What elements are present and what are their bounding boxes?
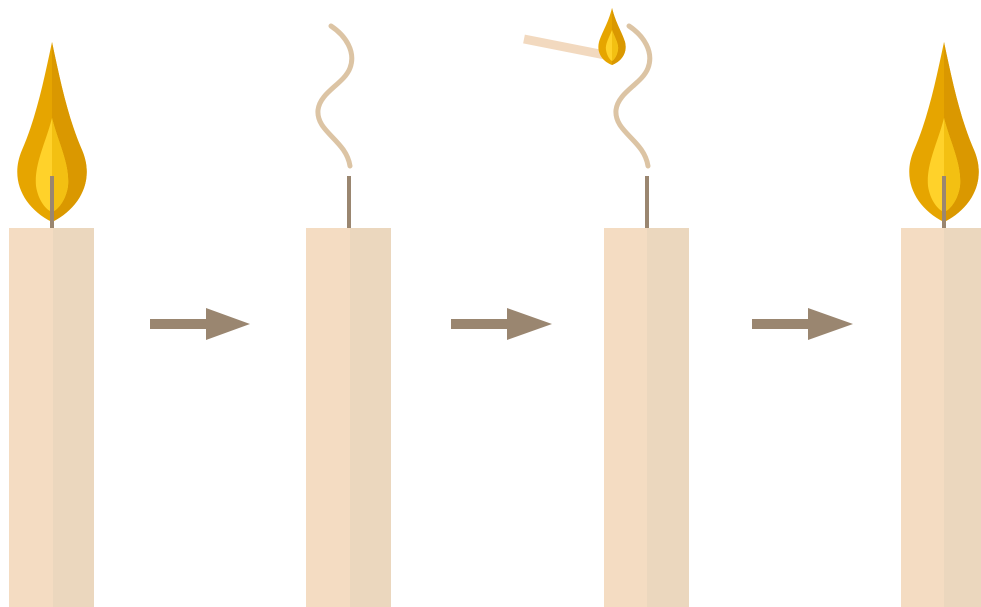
step-3-relighting-candle: [524, 8, 689, 607]
arrow-right-icon: [451, 308, 552, 340]
candle-body: [604, 228, 689, 607]
match-stick: [524, 39, 605, 55]
candle-body: [9, 228, 94, 607]
arrow-right-icon: [150, 308, 250, 340]
smoke-wisp: [318, 26, 352, 166]
step-2-extinguished-candle: [306, 26, 391, 607]
arrow-right-icon: [752, 308, 853, 340]
candle-wick: [645, 176, 649, 228]
candle-wick: [942, 176, 946, 228]
candle-body: [901, 228, 981, 607]
candle-wick: [50, 176, 54, 228]
candle-body: [306, 228, 391, 607]
match-flame-icon: [598, 8, 625, 65]
candle-wick: [347, 176, 351, 228]
step-4-relit-candle: [901, 42, 981, 607]
step-1-lit-candle: [9, 42, 94, 607]
